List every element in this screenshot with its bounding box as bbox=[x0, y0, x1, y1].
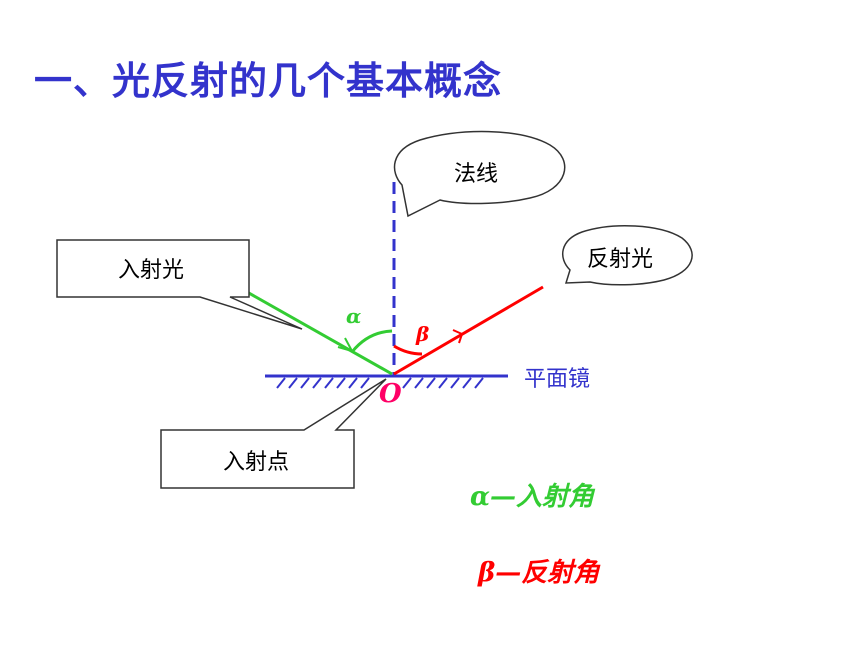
page-title: 一、光反射的几个基本概念 bbox=[34, 59, 503, 103]
reflected-callout bbox=[561, 225, 693, 286]
beta-arc bbox=[393, 344, 423, 356]
reflected-arrow-icon bbox=[452, 329, 463, 344]
alpha-label: α bbox=[346, 304, 361, 328]
beta-label: β bbox=[415, 322, 429, 346]
normal-callout bbox=[393, 130, 566, 218]
point-callout bbox=[160, 378, 387, 489]
incident-arrow-icon bbox=[337, 337, 353, 352]
point-o-label: O bbox=[379, 379, 402, 409]
alpha-legend: α—入射角 bbox=[470, 482, 596, 512]
incident-callout bbox=[56, 239, 303, 330]
alpha-arc bbox=[350, 329, 393, 353]
normal-label: 法线 bbox=[454, 162, 498, 187]
beta-legend: β—反射角 bbox=[477, 558, 601, 588]
reflected-label: 反射光 bbox=[587, 247, 653, 272]
incident-label: 入射光 bbox=[118, 258, 184, 283]
mirror-label: 平面镜 bbox=[524, 367, 590, 392]
point-label: 入射点 bbox=[223, 450, 289, 475]
incident-ray bbox=[239, 286, 393, 376]
mirror-hatching bbox=[276, 377, 484, 389]
reflected-ray bbox=[393, 285, 544, 376]
